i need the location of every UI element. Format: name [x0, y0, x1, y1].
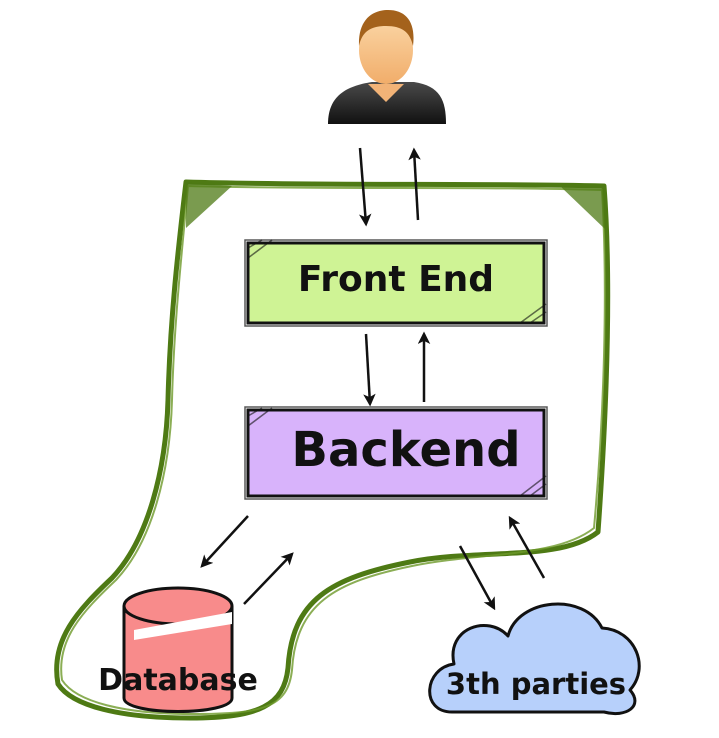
frontend-label: Front End	[298, 259, 494, 300]
frontend-box: Front End	[244, 239, 548, 327]
arrow-database-to-backend	[243, 552, 294, 605]
user-icon	[328, 10, 446, 124]
system-boundary	[54, 179, 611, 721]
database-label: Database	[98, 663, 258, 698]
cloud-icon: 3th parties	[428, 602, 641, 715]
arrow-backend-to-database	[200, 515, 249, 568]
arrow-user-to-frontend	[358, 147, 372, 227]
backend-box: Backend	[244, 406, 548, 500]
parties-label: 3th parties	[446, 667, 626, 701]
arrow-parties-to-backend	[508, 515, 546, 579]
database-icon: Database	[98, 586, 258, 713]
arrows	[200, 147, 546, 611]
backend-label: Backend	[291, 422, 520, 478]
arrow-frontend-to-backend	[363, 333, 376, 407]
arrow-frontend-to-user	[408, 147, 421, 221]
arrow-backend-to-parties	[458, 545, 496, 611]
